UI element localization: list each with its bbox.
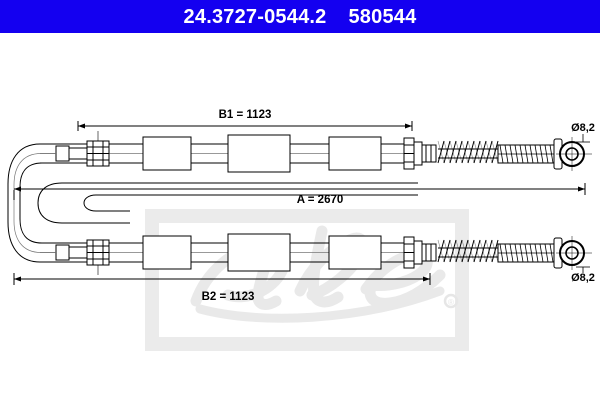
dimension-b2 — [13, 273, 431, 285]
cable-end-fitting-bottom — [55, 239, 110, 275]
watermark-registered-mark: ® — [448, 298, 454, 307]
dimension-b2-label: B2 = 1123 — [202, 291, 255, 303]
dimension-a — [13, 183, 586, 200]
cable-sleeve-top-1 — [142, 136, 192, 171]
technical-drawing: ® — [0, 33, 600, 400]
dimension-a-label: A = 2670 — [297, 194, 344, 206]
cable-spring-bottom — [437, 239, 499, 263]
reference-number: 580544 — [348, 5, 417, 28]
cable-threaded-rod-top — [497, 144, 557, 164]
header-bar: 24.3727-0544.2 580544 — [0, 0, 600, 33]
cable-end-fitting-top — [55, 131, 110, 167]
cable-sleeve-bottom-3 — [328, 235, 382, 270]
cable-u-bend — [7, 143, 418, 263]
cable-sleeve-top-2 — [227, 134, 291, 173]
part-number: 24.3727-0544.2 — [183, 5, 327, 28]
cable-assembly-top — [40, 131, 592, 173]
cable-threaded-rod-bottom — [497, 243, 557, 263]
dimension-b1 — [77, 121, 413, 131]
cable-sleeve-bottom-2 — [227, 233, 291, 272]
cable-eyelet-bottom — [553, 236, 592, 270]
cable-eyelet-top — [553, 137, 592, 171]
cable-connector-bottom — [403, 236, 437, 269]
header-title: 24.3727-0544.2 580544 — [184, 7, 417, 27]
cable-sleeve-bottom-1 — [142, 235, 192, 270]
cable-sleeve-top-3 — [328, 136, 382, 171]
diameter-label-bottom: Ø8,2 — [571, 272, 595, 284]
cable-spring-top — [437, 140, 499, 164]
ate-watermark: ® — [145, 209, 469, 351]
cable-connector-top — [403, 137, 437, 170]
dimension-b1-label: B1 = 1123 — [219, 109, 272, 121]
diameter-leader-bottom — [576, 266, 590, 273]
drawing-canvas: ® — [7, 109, 595, 351]
diameter-leader-top — [576, 134, 590, 143]
diameter-label-top: Ø8,2 — [571, 122, 595, 134]
cable-assembly-bottom — [40, 233, 592, 275]
